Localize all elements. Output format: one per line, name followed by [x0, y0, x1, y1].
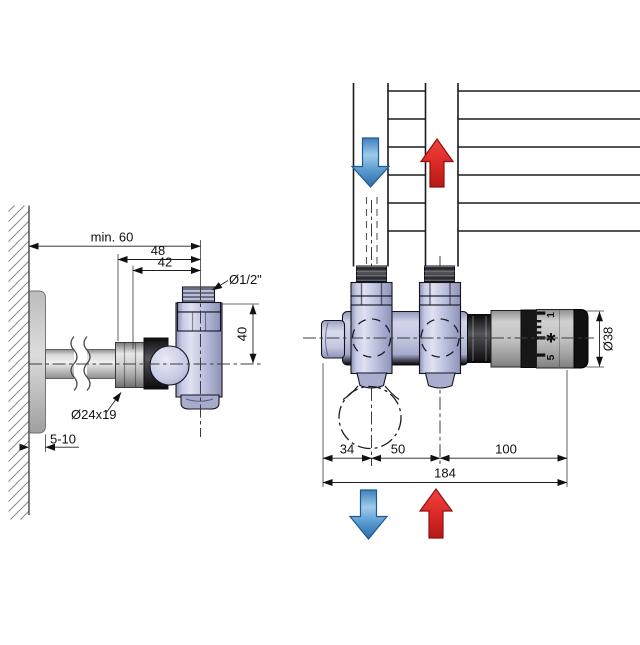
- supply-flow-up-arrow-bottom: [420, 489, 452, 538]
- dim-40-label: 40: [235, 327, 250, 341]
- dim-184-label: 184: [434, 466, 456, 481]
- dimension-head-diameter: Ø38: [587, 311, 616, 367]
- dimension-min60: min. 60: [29, 230, 201, 288]
- wall-hatch: [9, 206, 30, 520]
- left-threaded-collar: [357, 266, 387, 283]
- right-valve-boss: [420, 305, 461, 374]
- thread-callout: Ø1/2": [213, 272, 263, 290]
- dim-min60-label: min. 60: [91, 230, 134, 245]
- valve-thread-half-inch: [183, 287, 215, 304]
- nut-callout: Ø24x19: [71, 393, 121, 423]
- dim-50-label: 50: [391, 442, 405, 457]
- side-stub-plug: [322, 321, 345, 359]
- valve-side-boss: [150, 346, 189, 385]
- head-end-cap: [574, 310, 588, 369]
- valve-collar: [178, 303, 221, 313]
- right-threaded-collar: [425, 266, 455, 283]
- nut-label: Ø24x19: [71, 407, 117, 422]
- head-scale-max: 1: [545, 312, 557, 318]
- left-valve-boss: [351, 305, 392, 374]
- thermostatic-head: 1 ✱ 5: [491, 310, 588, 369]
- dim-100-label: 100: [495, 442, 517, 457]
- phantom-connection-circle: [339, 386, 401, 449]
- side-view: min. 60 48 42 40 Ø1/2" Ø24x19: [9, 206, 263, 520]
- dim-42-label: 42: [158, 255, 172, 270]
- left-bottom-outlet: [357, 373, 387, 388]
- front-view: 1 ✱ 5 Ø38 34 50 100: [303, 83, 640, 539]
- return-flow-down-arrow-bottom: [350, 490, 387, 539]
- head-black-ring: [521, 310, 537, 368]
- return-flow-down-arrow: [352, 138, 389, 187]
- head-scale-min: 5: [545, 354, 557, 360]
- dim-34-label: 34: [340, 442, 354, 457]
- union-nut: [116, 343, 145, 388]
- thread-label: Ø1/2": [229, 272, 262, 287]
- corner-valve: [150, 287, 222, 409]
- dim-wall-gap-label: 5-10: [50, 432, 76, 447]
- twin-valve-assembly: 1 ✱ 5: [322, 266, 589, 388]
- radiator-towel-rail: [354, 83, 640, 267]
- dimension-40: 40: [222, 304, 259, 363]
- escutcheon: [30, 291, 46, 433]
- valve-hex-section: [178, 312, 221, 331]
- right-bottom-outlet: [426, 373, 456, 388]
- dim-head-diameter-label: Ø38: [601, 327, 616, 352]
- head-adapter: [491, 311, 521, 368]
